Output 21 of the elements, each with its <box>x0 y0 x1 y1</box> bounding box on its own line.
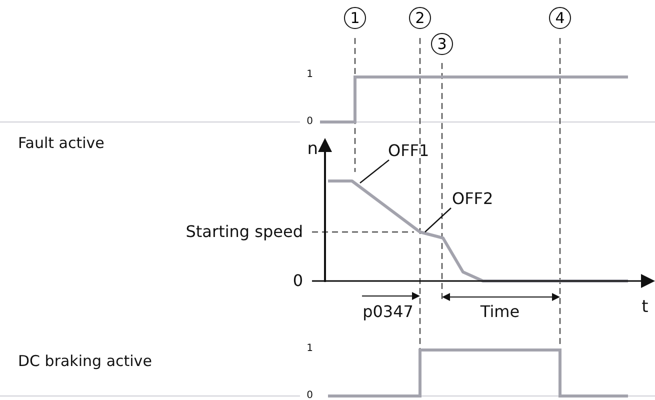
leader-line <box>424 208 452 232</box>
signal-label: OFF2 <box>452 191 494 207</box>
row-label: Fault active <box>18 136 104 151</box>
level-label: 0 <box>306 391 313 400</box>
callout-number: 1 <box>344 7 366 29</box>
axis-tick-label: 0 <box>292 273 303 289</box>
callout-number: 3 <box>431 33 453 55</box>
axis-label: n <box>307 141 318 158</box>
row-label: DC braking active <box>18 354 152 369</box>
dimension-label: Time <box>480 304 520 320</box>
speed-curve <box>328 180 628 282</box>
callout-number: 4 <box>549 7 571 29</box>
signal-label: OFF1 <box>388 143 430 159</box>
dimension-label: p0347 <box>362 304 414 320</box>
axis-label: t <box>642 299 648 316</box>
level-label: 1 <box>306 70 313 80</box>
axis-tick-label: Starting speed <box>186 224 303 240</box>
level-label: 1 <box>306 344 313 354</box>
callout-number: 2 <box>409 7 431 29</box>
leader-line <box>360 160 390 184</box>
level-label: 0 <box>306 117 313 127</box>
